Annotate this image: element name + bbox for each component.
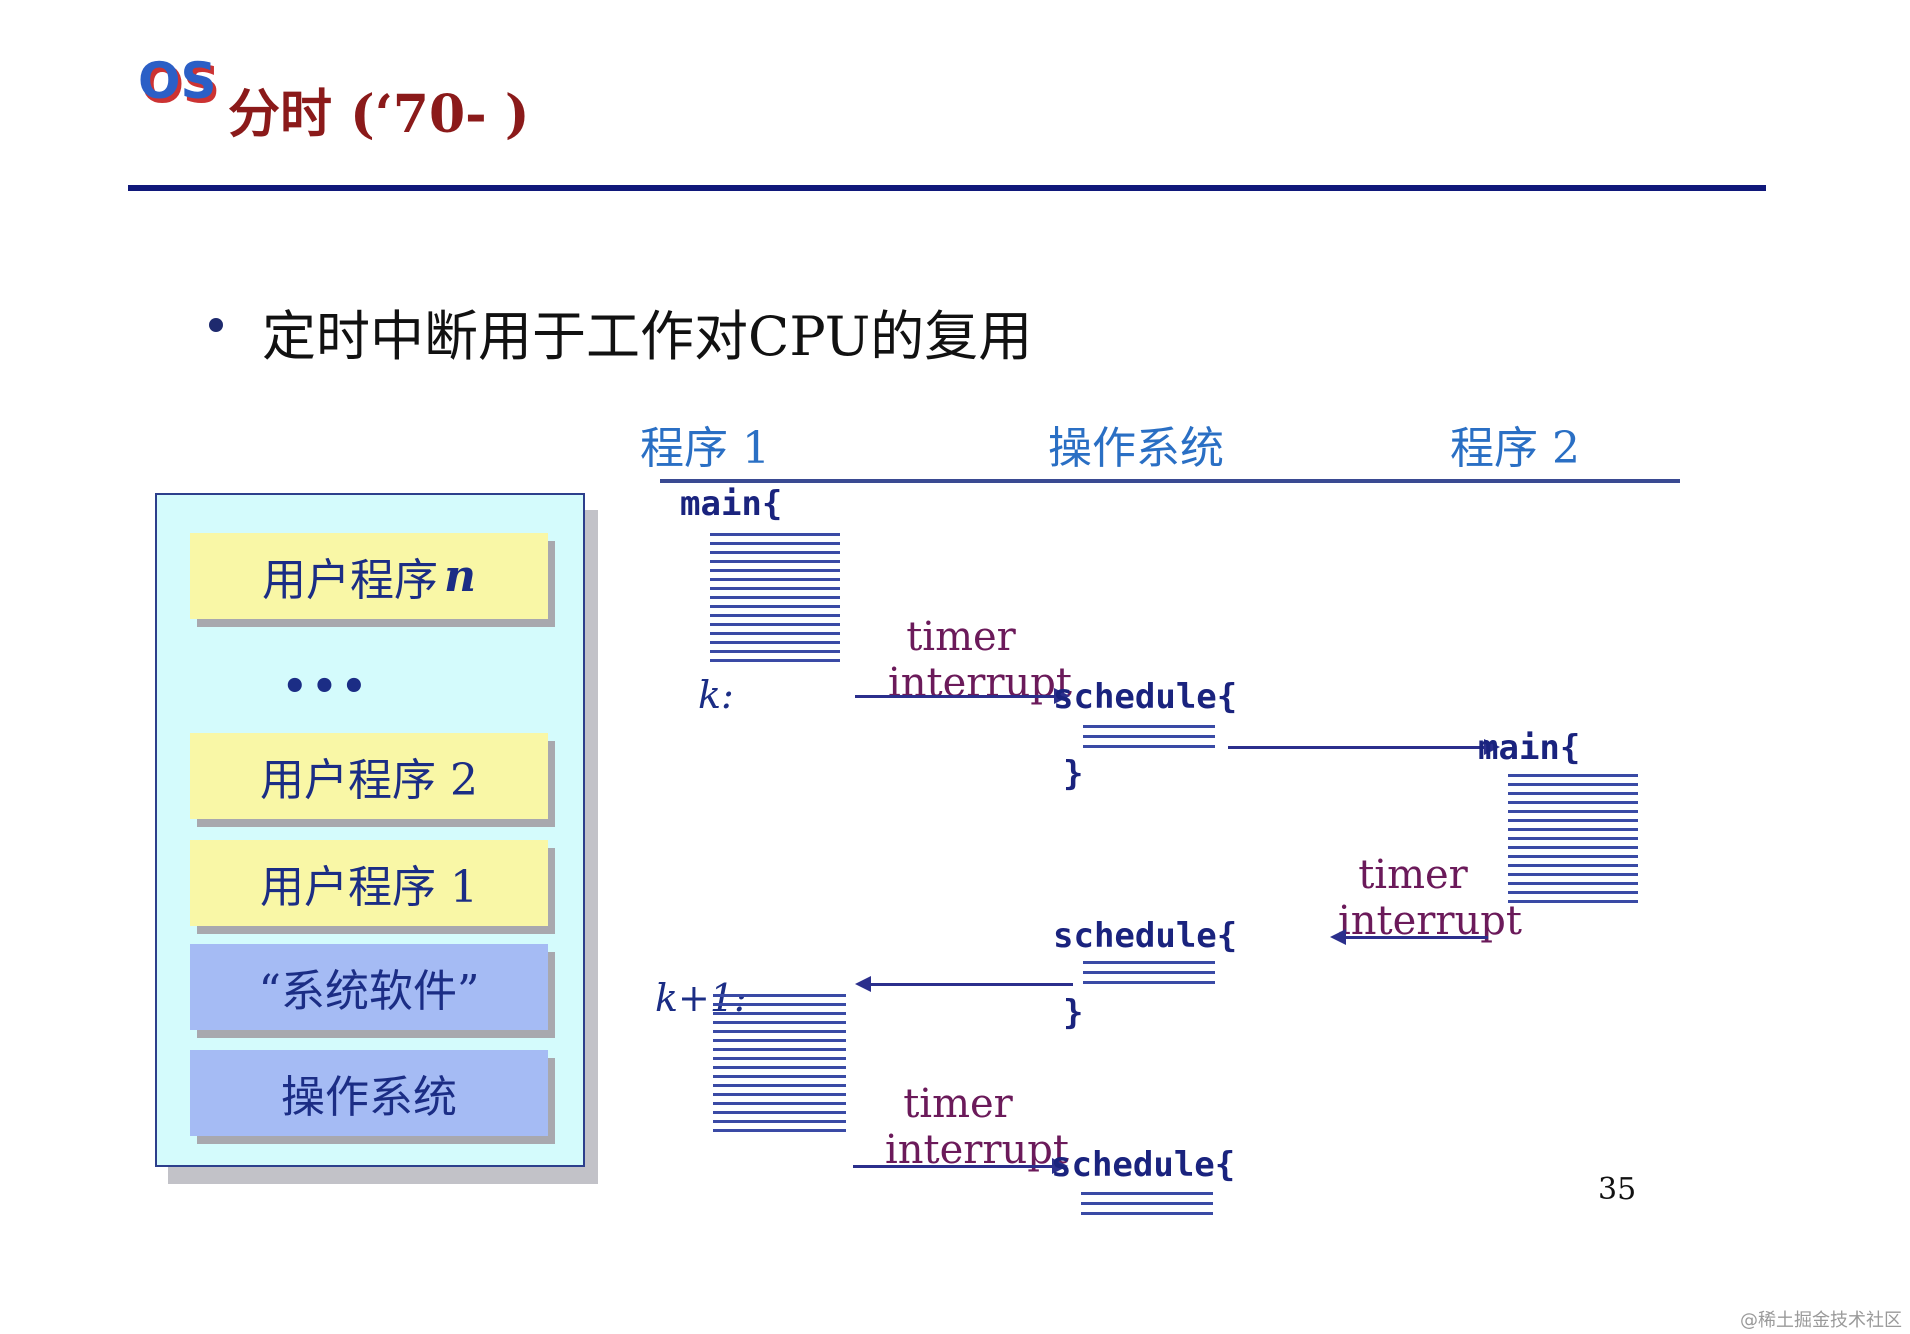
- label-k: k:: [698, 673, 734, 717]
- os-code-block-2: [1083, 961, 1215, 991]
- os-logo-icon: OS OS: [140, 52, 220, 115]
- arrow-head-3: [1330, 929, 1346, 945]
- interrupt-arrow-2: [1340, 936, 1488, 939]
- stack-ellipsis: •••: [282, 663, 371, 710]
- column-program-2: 程序 2: [1450, 423, 1580, 474]
- bullet-text: 定时中断用于工作对CPU的复用: [262, 305, 1033, 368]
- svg-text:OS: OS: [141, 56, 220, 114]
- program1-main: main{: [680, 484, 783, 524]
- os-schedule-2: schedule{: [1053, 916, 1238, 956]
- os-close-brace-1: }: [1063, 754, 1084, 794]
- return-arrow-to-program1: [868, 983, 1073, 986]
- switch-arrow-to-program2: [1228, 746, 1490, 749]
- stack-item-user-program-2: 用户程序 2: [190, 733, 548, 819]
- program1-code-block-1: [710, 533, 840, 668]
- os-close-brace-2: }: [1063, 993, 1084, 1033]
- program2-code-block: [1508, 774, 1638, 909]
- arrow-head-4: [855, 976, 871, 992]
- arrow-head-1: [1054, 688, 1070, 704]
- interrupt-arrow-1: [855, 695, 1060, 698]
- stack-item-operating-system: 操作系统: [190, 1050, 548, 1136]
- stack-item-system-software: “系统软件”: [190, 944, 548, 1030]
- page-number: 35: [1598, 1172, 1637, 1207]
- os-code-block-3: [1081, 1192, 1213, 1222]
- svg-text:OS: OS: [140, 52, 217, 110]
- column-operating-system: 操作系统: [1048, 423, 1224, 474]
- program1-code-block-2: [713, 994, 846, 1138]
- os-schedule-1: schedule{: [1053, 677, 1238, 717]
- arrow-head-2: [1484, 739, 1500, 755]
- arrow-head-5: [1052, 1158, 1068, 1174]
- column-program-1: 程序 1: [640, 423, 770, 474]
- slide-title: 分时 (‘70- ): [228, 84, 530, 145]
- program2-main: main{: [1478, 728, 1581, 768]
- stack-item-user-program-1: 用户程序 1: [190, 840, 548, 926]
- title-divider: [128, 185, 1766, 191]
- watermark: @稀土掘金技术社区: [1740, 1310, 1902, 1331]
- column-header-rule: [660, 479, 1680, 483]
- bullet-icon: [209, 318, 223, 332]
- interrupt-arrow-3: [853, 1165, 1058, 1168]
- os-schedule-3: schedule{: [1051, 1145, 1236, 1185]
- os-code-block-1: [1083, 725, 1215, 755]
